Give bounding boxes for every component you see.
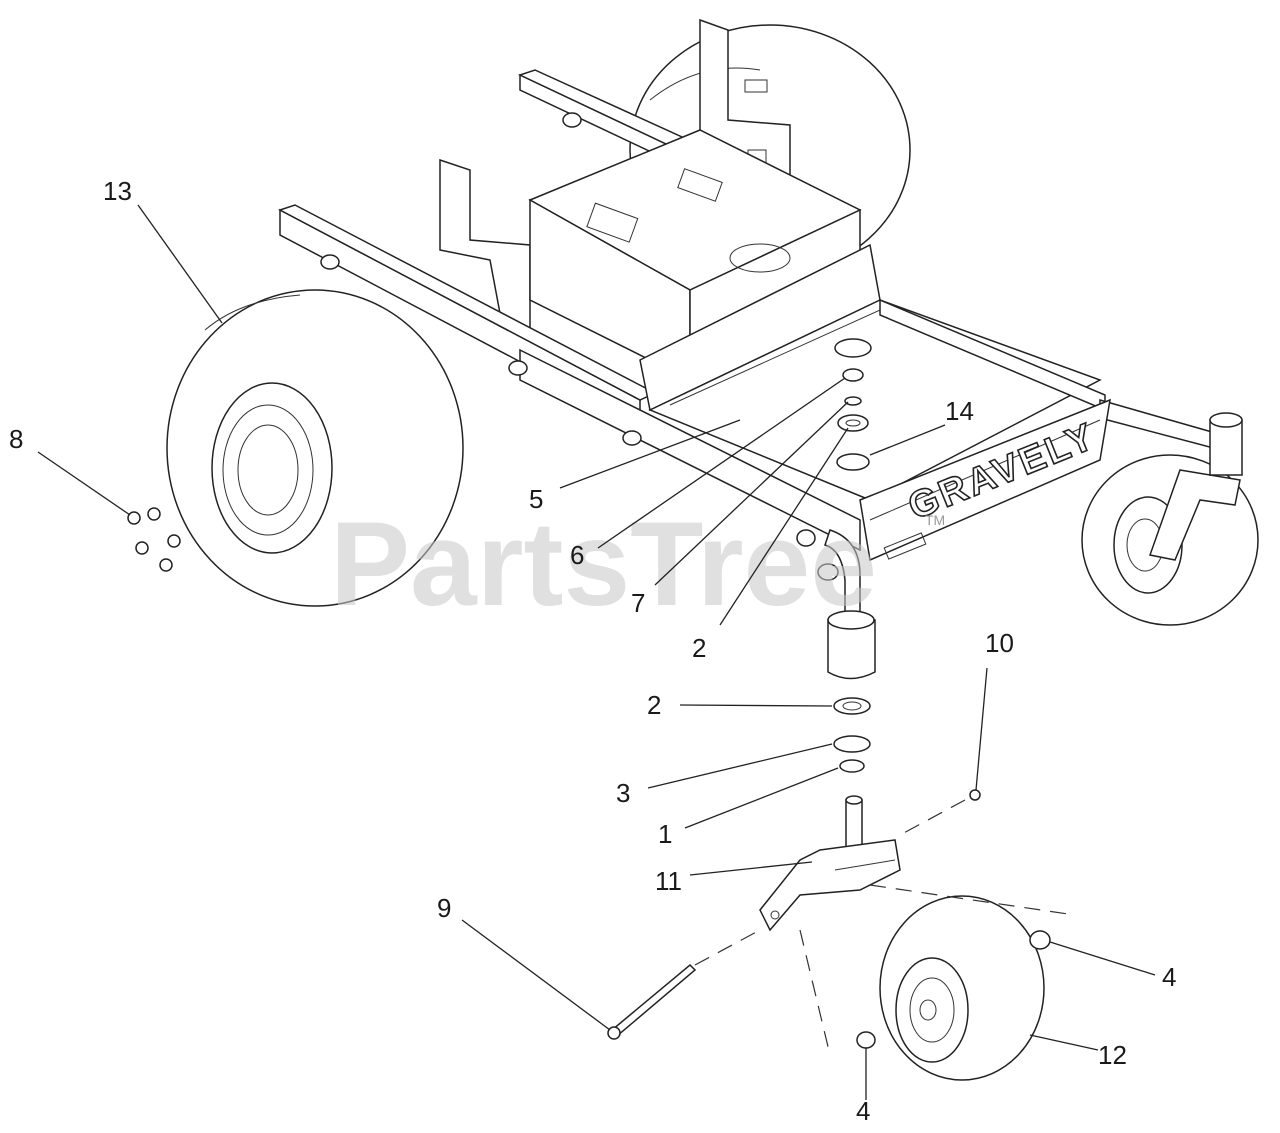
assembly-lines <box>694 799 1076 1056</box>
callout-4-bottom: 4 <box>856 1096 870 1126</box>
spacer-1 <box>839 759 865 773</box>
callout-labels: 13 8 5 6 7 14 2 2 10 3 1 11 9 4 4 12 <box>9 176 1176 1126</box>
callout-11: 11 <box>655 866 682 896</box>
washer-6 <box>844 396 862 406</box>
axle-nut-right <box>1029 930 1051 950</box>
seal-14 <box>836 453 870 471</box>
callout-4-right: 4 <box>1162 962 1176 992</box>
axle-nut-left <box>856 1031 876 1049</box>
caster-pivot-tube <box>827 619 876 680</box>
caster-wheel <box>879 895 1045 1081</box>
caster-fork <box>759 795 901 932</box>
lower-bearing-stack <box>833 697 871 773</box>
seal-3 <box>833 735 871 753</box>
callout-6: 6 <box>570 540 584 570</box>
callout-7: 7 <box>631 588 645 618</box>
lug-nuts <box>127 507 181 572</box>
callout-8: 8 <box>9 424 23 454</box>
front-right-caster <box>1081 412 1259 626</box>
rear-left-wheel <box>166 289 464 607</box>
callout-1: 1 <box>658 819 672 849</box>
callout-2-lower: 2 <box>647 690 661 720</box>
lock-nut-10 <box>969 789 981 801</box>
callout-13: 13 <box>103 176 132 206</box>
callout-10: 10 <box>985 628 1014 658</box>
axle-bolt <box>610 963 697 1038</box>
callout-9: 9 <box>437 893 451 923</box>
dust-cap <box>834 338 872 358</box>
callout-2-upper: 2 <box>692 633 706 663</box>
leader-lines <box>37 204 1156 1100</box>
mower-frame: GRAVELY <box>278 18 1241 680</box>
hardware <box>607 789 1051 1049</box>
upper-bearing-stack <box>834 338 872 471</box>
front-bumper <box>859 398 1111 562</box>
callout-12: 12 <box>1098 1040 1127 1070</box>
watermark: PartsTree <box>330 497 877 631</box>
callout-5: 5 <box>529 484 543 514</box>
bearing-2-lower <box>833 697 871 715</box>
nut-5 <box>842 368 864 382</box>
callout-3: 3 <box>616 778 630 808</box>
callout-14: 14 <box>945 396 974 426</box>
bearing-2-upper <box>837 414 869 432</box>
watermark-tm: TM <box>925 512 945 528</box>
